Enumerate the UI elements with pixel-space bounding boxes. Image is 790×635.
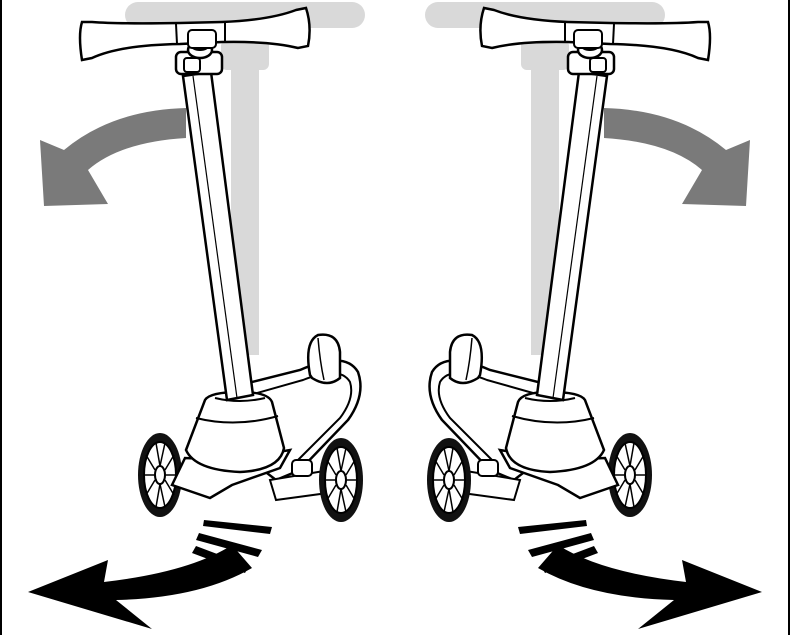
scooter-icon (28, 2, 365, 629)
panel-lean-left (28, 2, 365, 629)
scooter-icon (425, 2, 762, 629)
panel-lean-right (425, 2, 762, 629)
